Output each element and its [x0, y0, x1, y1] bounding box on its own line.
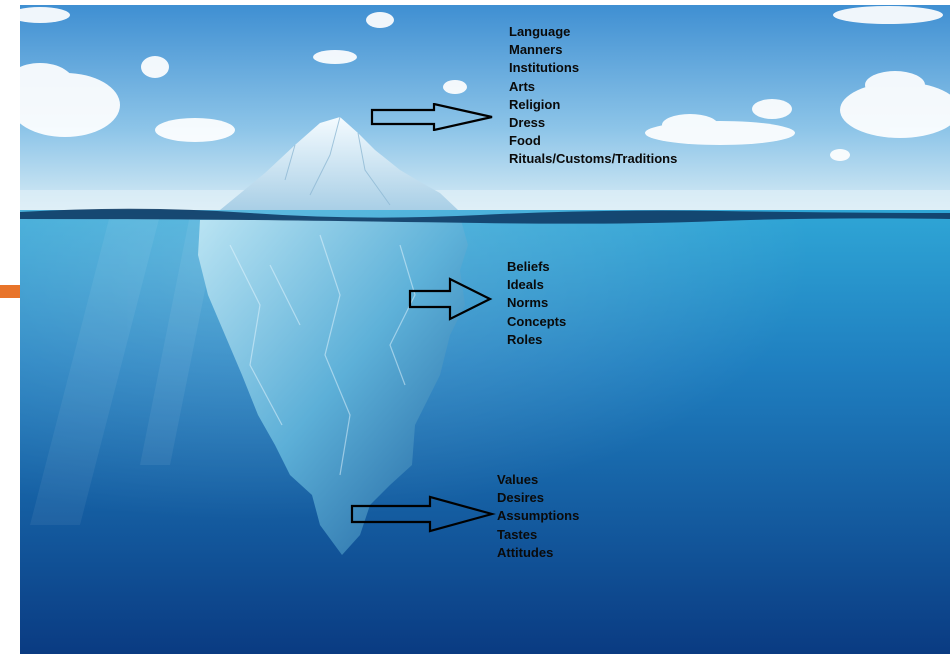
list-item: Arts: [509, 78, 536, 94]
iceberg-scene: Language Manners Institutions Arts Relig…: [20, 5, 950, 654]
deep-below-list: Values Desires Assumptions Tastes Attitu…: [497, 471, 579, 562]
list-item: Food: [509, 133, 541, 149]
right-arrow-icon: [370, 103, 493, 131]
iceberg-peak: [220, 117, 458, 210]
slide-accent-bar: [0, 285, 22, 298]
list-item: Rituals/Customs/Traditions: [509, 151, 678, 167]
right-arrow-icon: [408, 277, 493, 321]
list-item: Institutions: [509, 60, 580, 76]
list-item: Desires: [497, 490, 544, 506]
list-item: Values: [497, 472, 539, 487]
waterline: [20, 208, 950, 224]
list-item: Beliefs: [507, 259, 550, 274]
list-item: Norms: [507, 295, 549, 311]
iceberg-illustration: [20, 5, 950, 654]
list-item: Language: [509, 24, 571, 39]
below-surface-list: Beliefs Ideals Norms Concepts Roles: [507, 258, 566, 349]
list-item: Concepts: [507, 313, 567, 329]
list-item: Religion: [509, 96, 561, 112]
above-water-list: Language Manners Institutions Arts Relig…: [509, 23, 677, 169]
list-item: Attitudes: [497, 544, 554, 560]
right-arrow-icon: [350, 495, 496, 533]
list-item: Tastes: [497, 526, 538, 542]
list-item: Dress: [509, 115, 546, 131]
list-item: Manners: [509, 42, 563, 58]
list-item: Ideals: [507, 277, 544, 293]
list-item: Roles: [507, 331, 543, 347]
iceberg-underwater: [198, 217, 468, 555]
clouds: [20, 6, 950, 161]
list-item: Assumptions: [497, 508, 580, 524]
sky: [20, 5, 950, 210]
